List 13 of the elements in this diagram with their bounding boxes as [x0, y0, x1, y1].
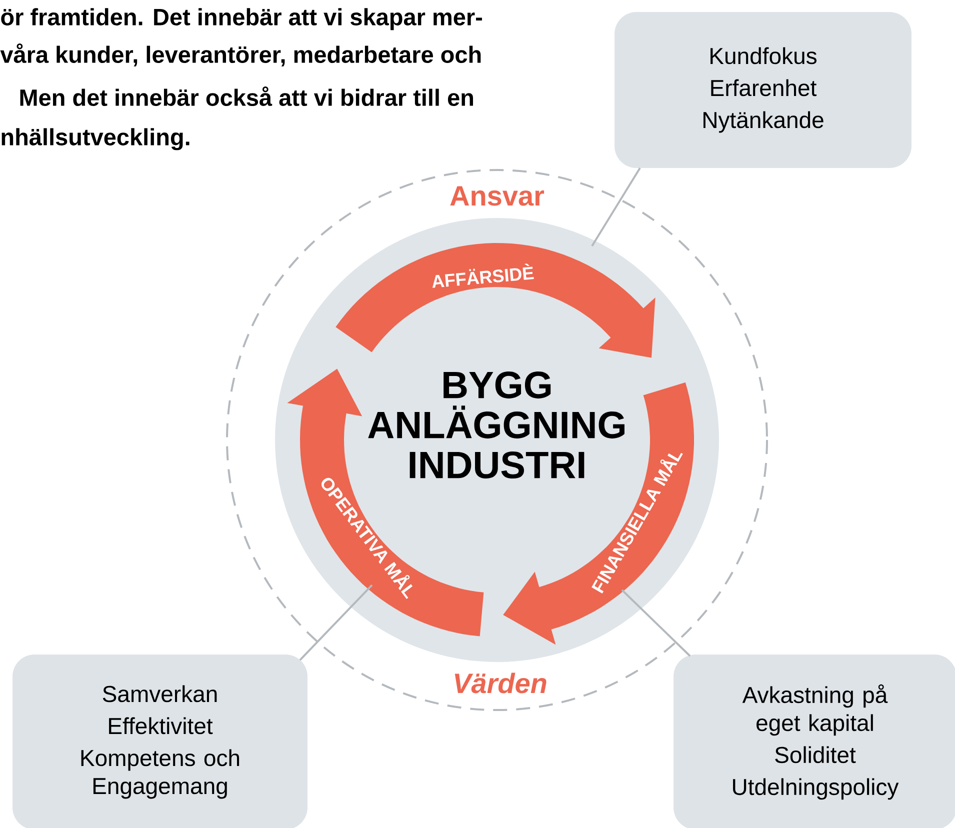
leader-line: [299, 584, 373, 661]
paragraph-line: våra kunder, leverantörer, medarbetare och: [0, 43, 481, 66]
text-box: Avkastning på eget kapital Soliditet Utdelningspolicy: [674, 654, 955, 828]
text-box: Kundfokus Erfarenhet Nytänkande: [614, 12, 912, 168]
leader-line: [621, 589, 691, 657]
ring-label: Ansvar: [450, 186, 544, 206]
paragraph-line: nhällsutveckling.: [2, 128, 190, 150]
paragraph-line: Men det innebär också att vi bidrar till en: [20, 86, 473, 106]
cycle-segment: AFFÄRSIDÈ: [336, 243, 656, 358]
ring-label: Värden: [454, 672, 546, 694]
paragraph-line: ör framtiden. Det innebär att vi skapar mer-: [1, 8, 482, 30]
text-box: Samverkan Effektivitet Kompetens och Engagemang: [12, 654, 308, 828]
leader-line: [591, 167, 641, 247]
